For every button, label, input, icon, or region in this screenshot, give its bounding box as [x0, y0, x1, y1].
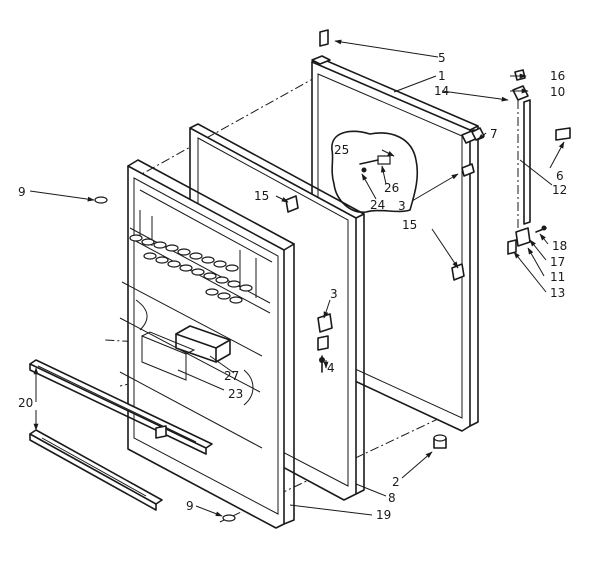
callout-11: 11	[550, 270, 565, 284]
callout-17: 17	[550, 255, 565, 269]
callout-13: 13	[550, 286, 565, 300]
callout-9-bottom: 9	[186, 499, 194, 513]
callout-1: 1	[438, 69, 446, 83]
callout-8: 8	[388, 491, 396, 505]
liner-detail	[119, 189, 273, 449]
liner-bin	[141, 331, 196, 381]
callout-3-right: 3	[398, 199, 406, 213]
callout-7: 7	[490, 127, 498, 141]
callout-2: 2	[392, 475, 400, 489]
misc-hardware	[94, 195, 447, 522]
callout-18: 18	[552, 239, 567, 253]
egg-tray	[129, 234, 253, 304]
callout-20: 20	[18, 396, 33, 410]
callout-12: 12	[552, 183, 567, 197]
callout-24: 24	[370, 198, 385, 212]
callout-10: 10	[550, 85, 565, 99]
callout-19: 19	[376, 508, 391, 522]
callout-9-left: 9	[18, 185, 26, 199]
callout-14: 14	[434, 84, 449, 98]
callout-26: 26	[384, 181, 399, 195]
dairy-compartment	[175, 325, 231, 363]
callout-16: 16	[550, 69, 565, 83]
callout-4: 4	[327, 361, 335, 375]
callout-15-left: 15	[254, 189, 269, 203]
callout-6: 6	[556, 169, 564, 183]
callout-25: 25	[334, 143, 349, 157]
callout-labels: 1 2 3 3 4 5 6 7 8 9 9 10 11 12 13 14 15 …	[18, 51, 567, 522]
callout-3-left: 3	[330, 287, 338, 301]
callout-27: 27	[224, 369, 239, 383]
callout-15-right: 15	[402, 218, 417, 232]
callout-5: 5	[438, 51, 446, 65]
hardware-cutaway	[331, 130, 419, 213]
callout-23: 23	[228, 387, 243, 401]
leader-lines	[29, 39, 565, 517]
